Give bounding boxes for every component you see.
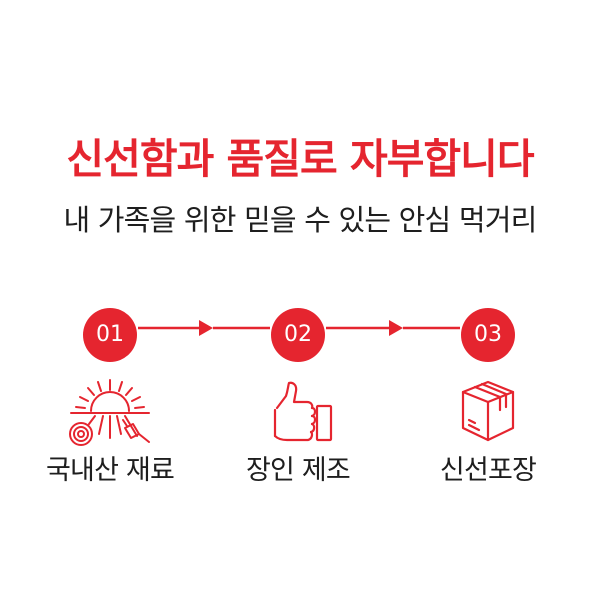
sunrise-field-icon (69, 379, 150, 446)
step-label-1: 국내산 재료 (46, 455, 175, 486)
step-number-1: 01 (83, 308, 137, 362)
step-label-3: 신선포장 (439, 455, 537, 486)
subheadline: 내 가족을 위한 믿을 수 있는 안심 먹거리 (63, 203, 537, 237)
package-box-icon (461, 380, 515, 442)
connector-arrow-1 (199, 320, 213, 336)
connector-arrow-2 (389, 320, 403, 336)
step-label-2: 장인 제조 (246, 455, 351, 486)
headline: 신선함과 품질로 자부합니다 (66, 135, 534, 183)
thumbs-up-icon (273, 381, 333, 442)
step-number-2: 02 (271, 308, 325, 362)
step-number-3: 03 (461, 308, 515, 362)
